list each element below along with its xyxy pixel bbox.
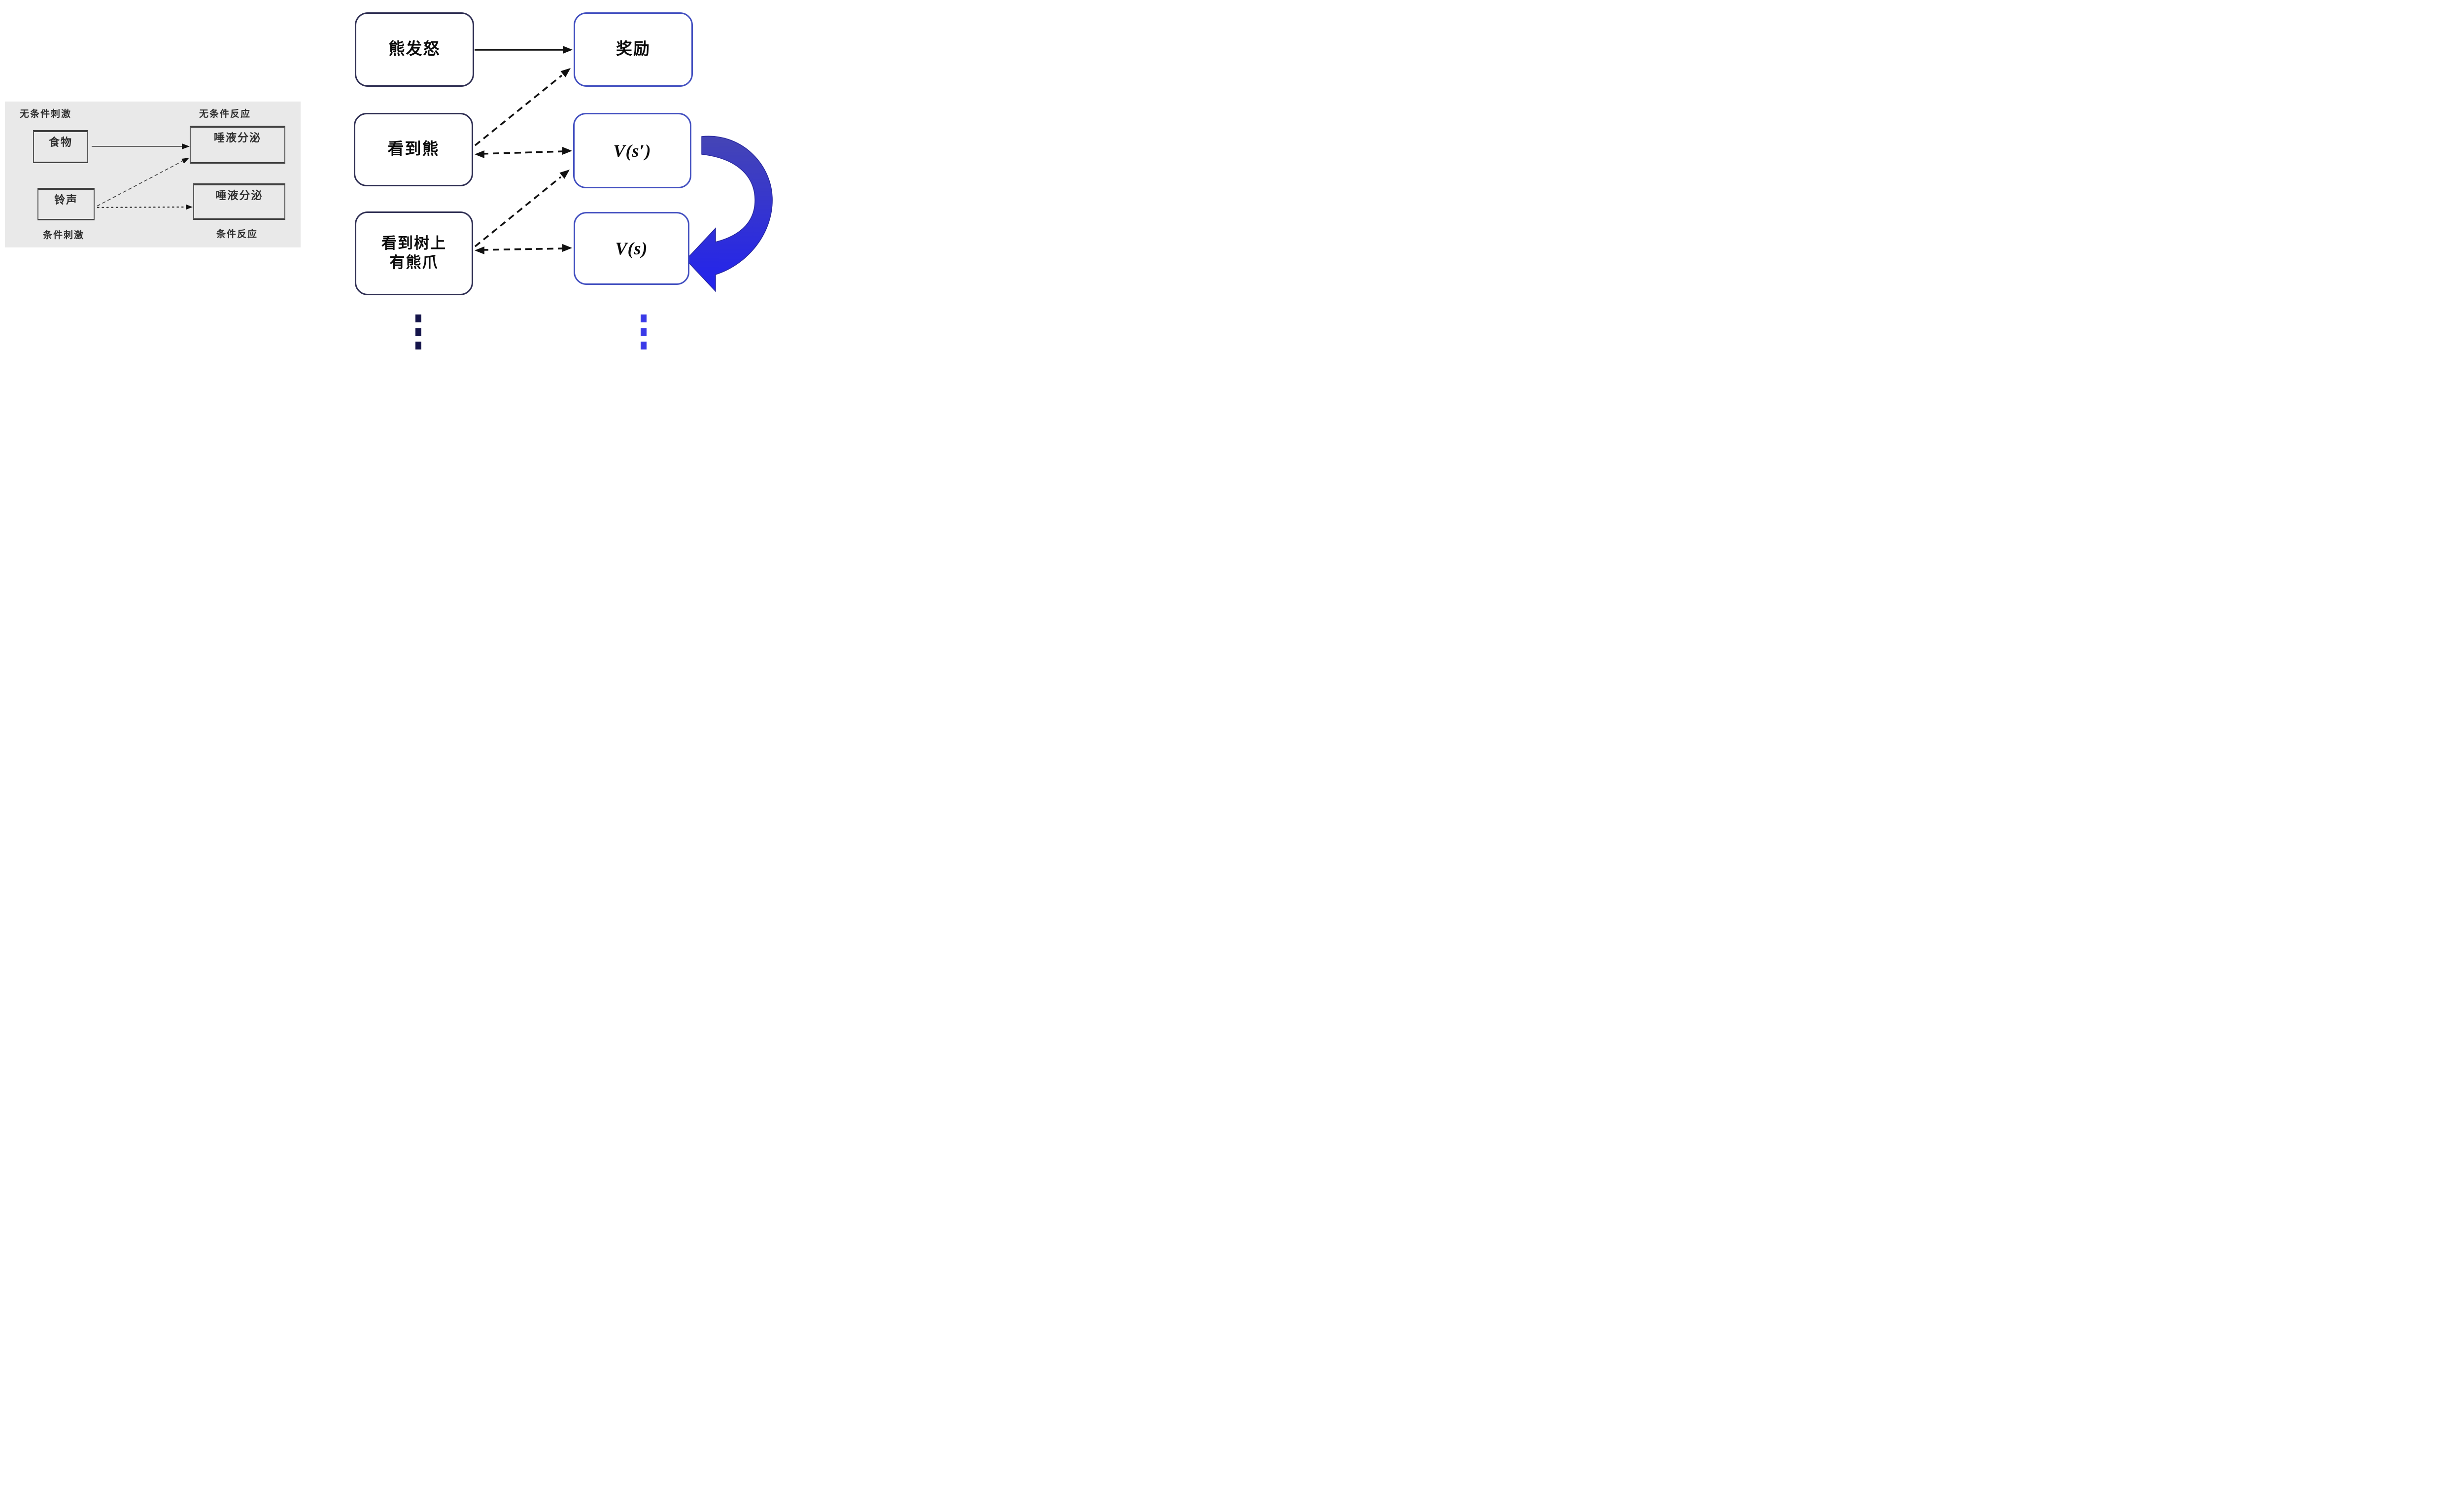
see-claw-to-vsprime-dashed-arrow [474,170,570,247]
value-next-state-box-label: V(s′) [613,140,651,161]
loop-ribbon-arrow-icon [685,136,773,292]
see-claw-box-line1: 看到树上 [381,235,446,252]
unconditioned-stimulus-label: 无条件刺激 [20,109,72,119]
value-state-box: V(s) [574,212,689,285]
see-bear-box: 看到熊 [354,113,473,186]
value-next-state-box: V(s′) [573,113,691,188]
conditioned-response-label: 条件反应 [216,229,258,240]
conditioned-stimulus-label: 条件刺激 [43,230,85,241]
conditioning-td-learning-diagram: 无条件刺激 无条件反应 条件刺激 条件反应 食物 铃声 唾液分泌 唾液分泌 [0,0,773,350]
salivation-top-box-label: 唾液分泌 [213,132,261,144]
see-claw-box-line2: 有熊爪 [389,254,439,271]
reward-box-label: 奖励 [616,40,650,58]
see-claw-box: 看到树上 有熊爪 [355,211,473,295]
see-bear-box-label: 看到熊 [387,140,440,158]
see-claw-vs-double-dashed-arrow [475,244,572,254]
bear-angry-box: 熊发怒 [355,12,474,87]
salivation-bottom-box-label: 唾液分泌 [215,189,263,202]
bear-to-reward-arrow [475,46,573,54]
salivation-top-box: 唾液分泌 [190,126,285,164]
value-state-box-label: V(s) [615,239,648,258]
reward-box: 奖励 [574,12,693,87]
food-box-label: 食物 [48,136,72,148]
unconditioned-response-label: 无条件反应 [199,109,251,119]
see-bear-vsprime-double-dashed-arrow [475,147,572,158]
bell-box-label: 铃声 [54,194,78,206]
pavlov-panel: 无条件刺激 无条件反应 条件刺激 条件反应 食物 铃声 唾液分泌 唾液分泌 [5,102,301,247]
food-box: 食物 [33,130,88,163]
see-bear-to-reward-dashed-arrow [474,68,571,146]
salivation-bottom-box: 唾液分泌 [193,183,285,220]
ellipsis-left-icon [415,314,421,349]
ellipsis-right-icon [641,314,647,349]
bell-box: 铃声 [37,188,95,220]
bear-angry-box-label: 熊发怒 [388,40,441,58]
